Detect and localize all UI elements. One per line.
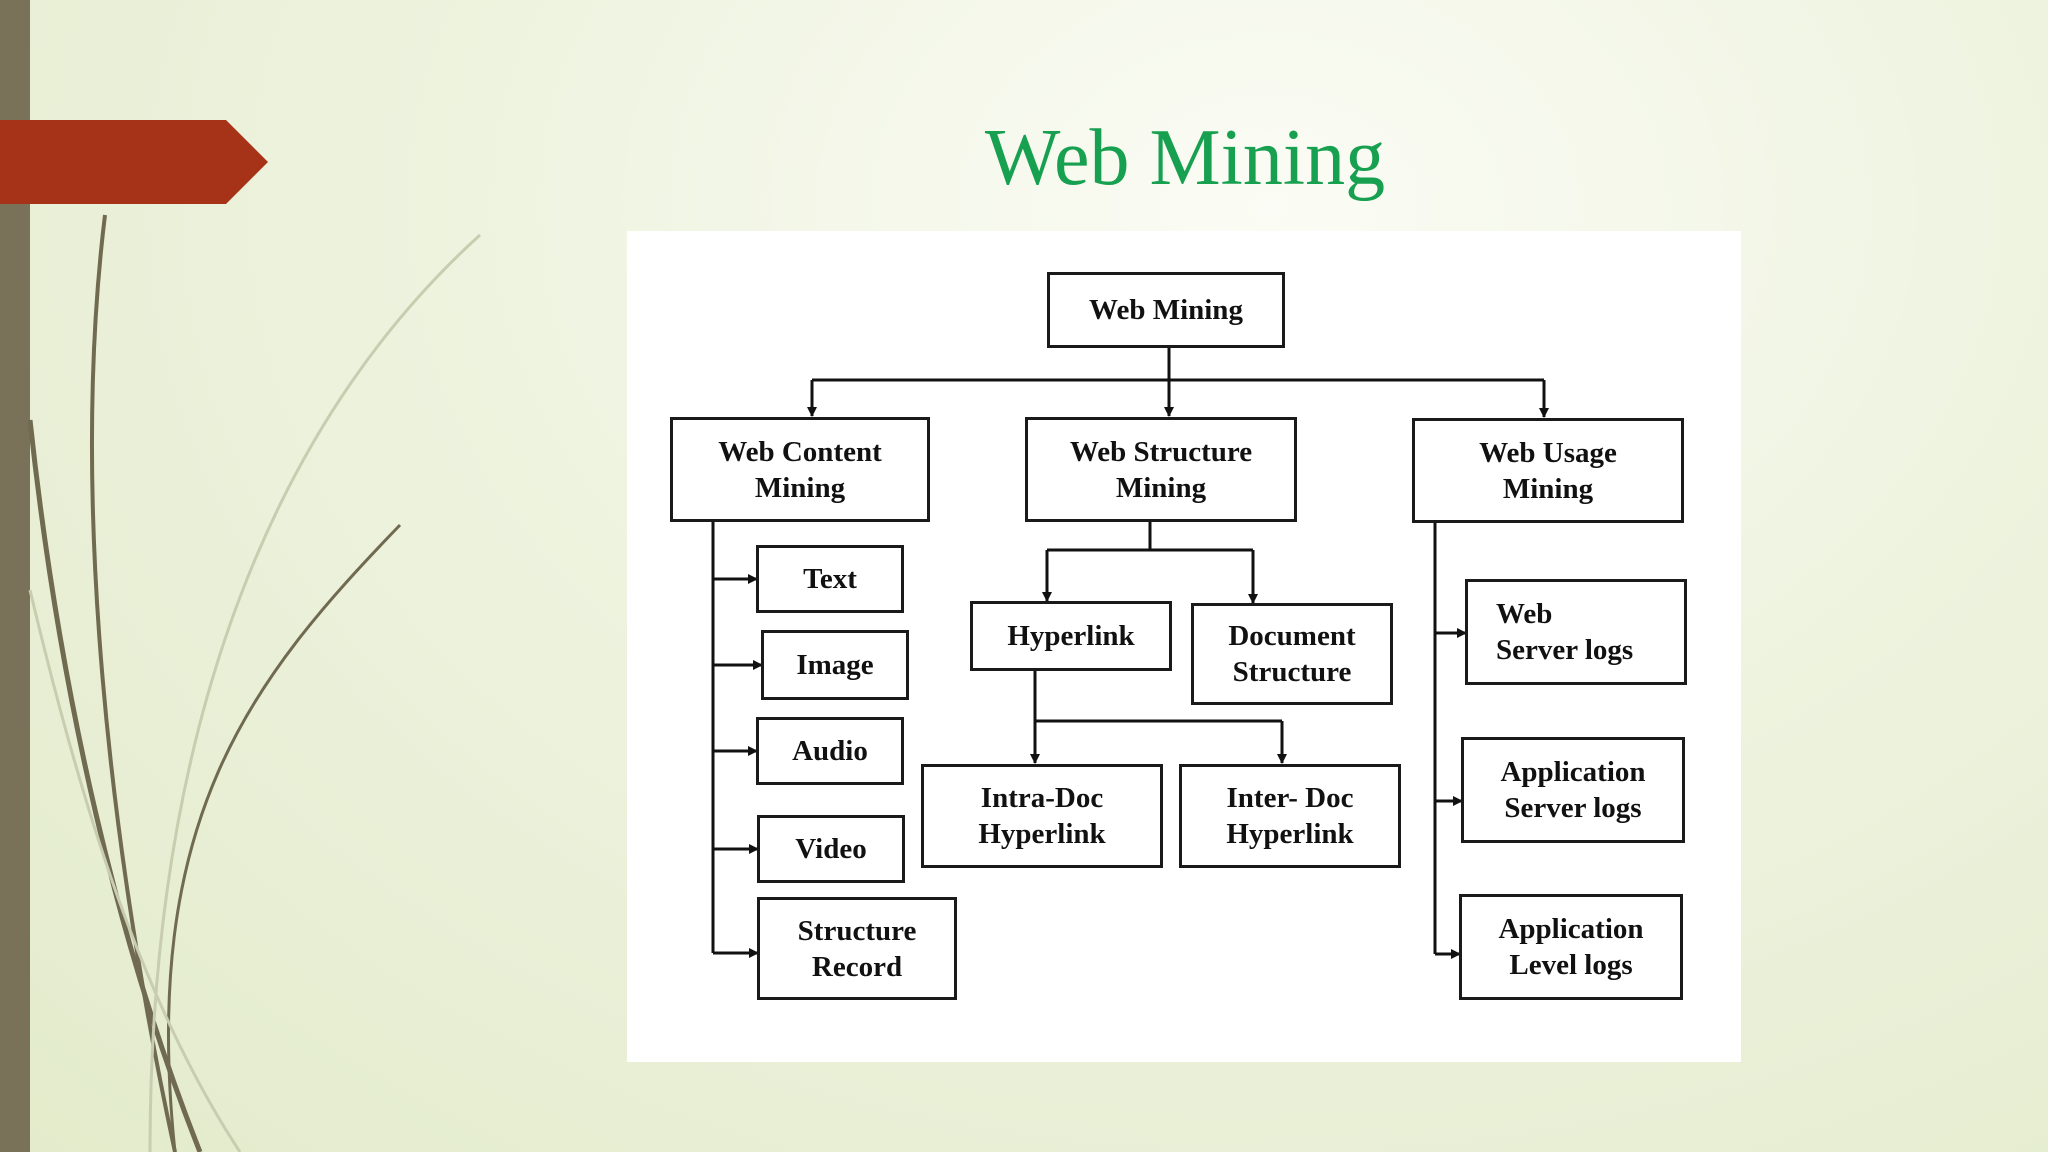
- node-web-mining: Web Mining: [1047, 272, 1285, 348]
- node-label: Text: [803, 563, 857, 595]
- node-hyperlink: Hyperlink: [970, 601, 1172, 671]
- node-label: Web Usage Mining: [1479, 436, 1617, 505]
- node-structure-record: Structure Record: [757, 897, 957, 1000]
- node-label: Document Structure: [1228, 620, 1356, 688]
- node-label: Application Server logs: [1500, 756, 1646, 824]
- node-label: Audio: [792, 735, 868, 767]
- node-image: Image: [761, 630, 909, 700]
- node-label: Inter- Doc Hyperlink: [1226, 782, 1354, 850]
- node-web-structure-mining: Web Structure Mining: [1025, 417, 1297, 522]
- node-label: Web Mining: [1089, 294, 1243, 326]
- slide-title: Web Mining: [984, 114, 1386, 202]
- diagram-connectors: [711, 347, 1549, 959]
- node-web-content-mining: Web Content Mining: [670, 417, 930, 522]
- node-intra-doc-hyperlink: Intra-Doc Hyperlink: [921, 764, 1163, 868]
- node-label: Image: [796, 649, 874, 681]
- node-label: Web Structure Mining: [1069, 435, 1253, 504]
- node-video: Video: [757, 815, 905, 883]
- node-document-structure: Document Structure: [1191, 603, 1393, 705]
- node-application-server-logs: Application Server logs: [1461, 737, 1685, 843]
- node-audio: Audio: [756, 717, 904, 785]
- node-label: Video: [795, 833, 867, 865]
- node-text: Text: [756, 545, 904, 613]
- node-label: Web Content Mining: [718, 435, 882, 504]
- decorative-curves: [27, 214, 482, 1152]
- node-inter-doc-hyperlink: Inter- Doc Hyperlink: [1179, 764, 1401, 868]
- node-label: Application Level logs: [1498, 913, 1644, 981]
- title-arrow-tab: [0, 120, 268, 204]
- node-web-usage-mining: Web Usage Mining: [1412, 418, 1684, 523]
- node-label: Structure Record: [797, 914, 917, 983]
- node-label: Web Server logs: [1496, 598, 1634, 666]
- node-web-server-logs: Web Server logs: [1465, 579, 1687, 685]
- node-label: Hyperlink: [1007, 620, 1135, 652]
- node-label: Intra-Doc Hyperlink: [978, 782, 1106, 850]
- web-mining-diagram: Web Mining Web Content Mining Web Struct…: [627, 231, 1741, 1062]
- node-application-level-logs: Application Level logs: [1459, 894, 1683, 1000]
